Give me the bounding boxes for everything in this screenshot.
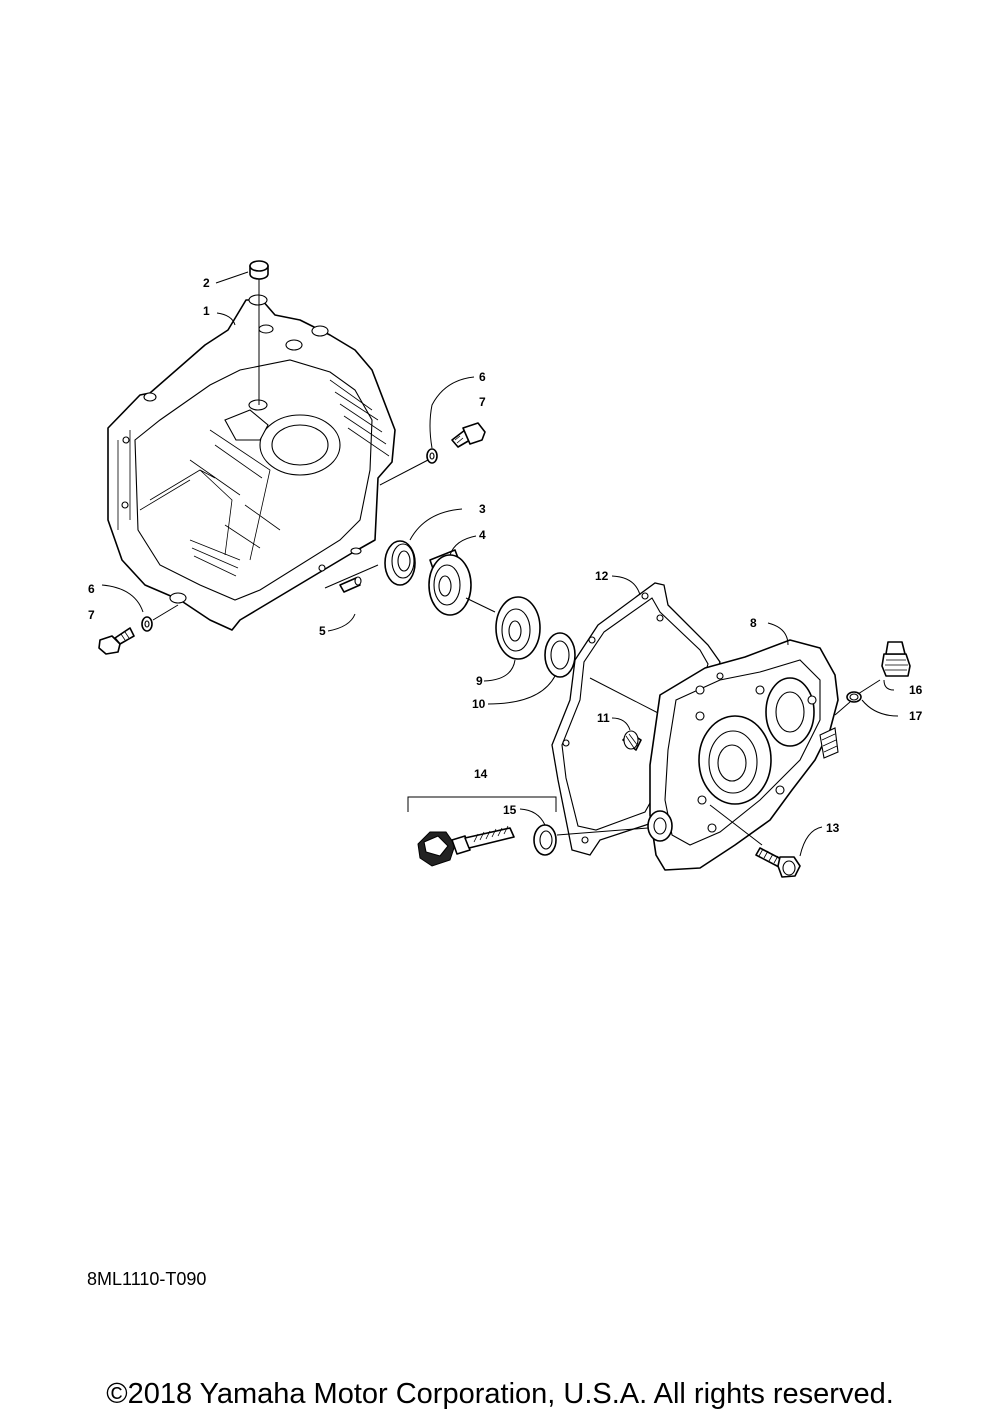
- callout-8: 8: [750, 616, 757, 630]
- bolt-right: [451, 422, 486, 448]
- o-ring: [846, 691, 862, 703]
- dowel-pin-top: [249, 260, 269, 280]
- callout-4: 4: [479, 528, 486, 542]
- callout-11: 11: [597, 711, 610, 725]
- washer-right: [426, 448, 438, 464]
- callout-12: 12: [595, 569, 609, 583]
- drain-plug: [881, 641, 911, 677]
- callout-9: 9: [476, 674, 483, 688]
- callout-5: 5: [319, 624, 326, 638]
- callout-2: 2: [203, 276, 210, 290]
- oil-seal: [384, 540, 416, 586]
- callout-16: 16: [909, 683, 923, 697]
- dipstick-o-ring: [533, 824, 557, 856]
- crankcase-left: [107, 294, 396, 631]
- callout-3: 3: [479, 502, 486, 516]
- callout-1: 1: [203, 304, 210, 318]
- callout-13: 13: [826, 821, 840, 835]
- callout-6-left: 6: [88, 582, 95, 596]
- cover-bolt: [755, 847, 801, 878]
- copyright-notice: ©2018 Yamaha Motor Corporation, U.S.A. A…: [106, 1378, 894, 1410]
- callout-17: 17: [909, 709, 923, 723]
- callout-6-right: 6: [479, 370, 486, 384]
- dipstick: [417, 825, 515, 867]
- dowel-pin: [339, 576, 362, 593]
- callout-7-left: 7: [88, 608, 95, 622]
- bearing-right: [495, 596, 541, 660]
- callout-14: 14: [474, 767, 488, 781]
- bearing-left: [428, 549, 472, 616]
- washer-left: [141, 616, 153, 632]
- callout-15: 15: [503, 803, 517, 817]
- gasket: [551, 582, 721, 856]
- callout-10: 10: [472, 697, 486, 711]
- bolt-left: [98, 627, 135, 655]
- dowel-pin-cover: [622, 730, 642, 751]
- diagram-code: 8ML1110-T090: [87, 1269, 207, 1289]
- crankcase-cover: [647, 639, 839, 871]
- oil-seal-right: [544, 632, 576, 678]
- callout-7-right: 7: [479, 395, 486, 409]
